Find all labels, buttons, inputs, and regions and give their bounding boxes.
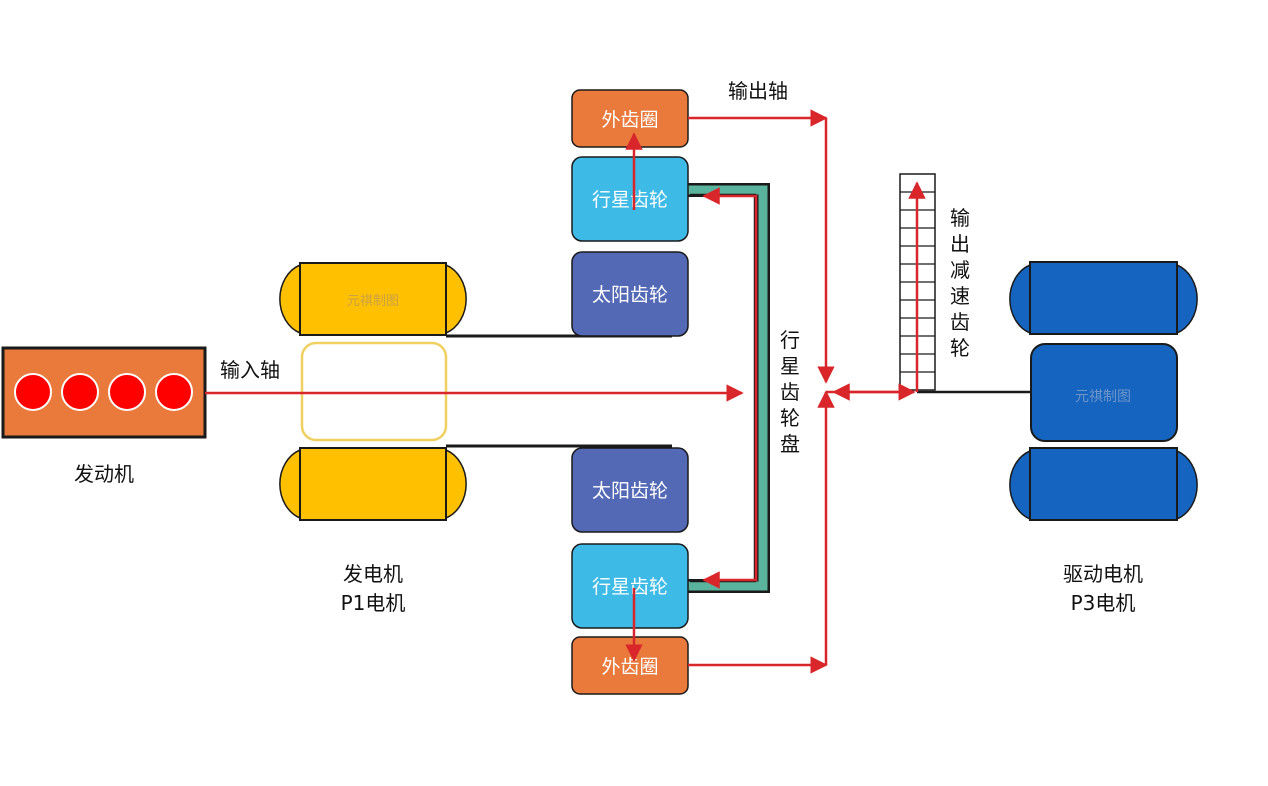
- svg-text:减: 减: [950, 258, 970, 282]
- generator-p1: 元祺制图 发电机 P1电机: [279, 262, 467, 615]
- sun-gear-bottom: [571, 447, 689, 533]
- cylinder-2: [61, 373, 99, 411]
- carrier-to-planet-bottom-arrow: [702, 393, 758, 589]
- svg-text:出: 出: [950, 232, 970, 256]
- svg-text:轮: 轮: [950, 336, 970, 360]
- drive-motor-upper: [1029, 261, 1178, 335]
- engine: 发动机: [1, 346, 207, 486]
- planet-gear-top: [571, 156, 689, 242]
- drive-motor-label-1: 驱动电机: [1063, 562, 1143, 586]
- cylinder-1: [14, 373, 52, 411]
- generator-upper: [299, 262, 447, 336]
- carrier-label: 行 星 齿 轮 盘: [780, 328, 800, 456]
- power-flow-arrows: [205, 109, 926, 674]
- generator-watermark: 元祺制图: [347, 294, 399, 309]
- planet-gear-bottom-label: 行星齿轮: [592, 576, 668, 598]
- drive-motor-p3: 元祺制图 驱动电机 P3电机: [1009, 261, 1198, 615]
- svg-text:星: 星: [780, 354, 800, 378]
- svg-text:输: 输: [950, 206, 970, 230]
- planet-gear-bottom: [571, 543, 689, 629]
- svg-text:盘: 盘: [780, 432, 800, 456]
- engine-label: 发动机: [74, 462, 134, 486]
- generator-label-1: 发电机: [343, 562, 403, 586]
- drive-motor-lower: [1029, 447, 1178, 521]
- svg-text:轮: 轮: [780, 406, 800, 430]
- svg-text:行: 行: [780, 328, 800, 352]
- ring-gear-top-label: 外齿圈: [601, 109, 658, 131]
- reduction-gear-label: 输 出 减 速 齿 轮: [950, 206, 970, 360]
- drive-motor-watermark: 元祺制图: [1075, 389, 1131, 405]
- sun-gear-bottom-label: 太阳齿轮: [592, 480, 668, 502]
- drive-motor-label-2: P3电机: [1071, 591, 1136, 615]
- input-shaft-label: 输入轴: [220, 358, 280, 382]
- sun-gear-top: [571, 251, 689, 337]
- planet-carrier: [687, 183, 770, 593]
- svg-text:速: 速: [950, 284, 970, 308]
- svg-text:齿: 齿: [950, 310, 970, 334]
- sun-gear-top-label: 太阳齿轮: [592, 284, 668, 306]
- carrier-to-planet-top-arrow: [702, 187, 758, 393]
- generator-lower: [299, 447, 447, 521]
- output-shaft-label: 输出轴: [728, 79, 788, 103]
- planet-gear-top-label: 行星齿轮: [592, 189, 668, 211]
- drive-motor-rotor: [1030, 343, 1178, 442]
- cylinder-3: [108, 373, 146, 411]
- cylinder-4: [155, 373, 193, 411]
- ring-gear-bottom-label: 外齿圈: [601, 656, 658, 678]
- generator-label-2: P1电机: [341, 591, 406, 615]
- generator-rotor-gap: [300, 341, 448, 442]
- svg-text:齿: 齿: [780, 380, 800, 404]
